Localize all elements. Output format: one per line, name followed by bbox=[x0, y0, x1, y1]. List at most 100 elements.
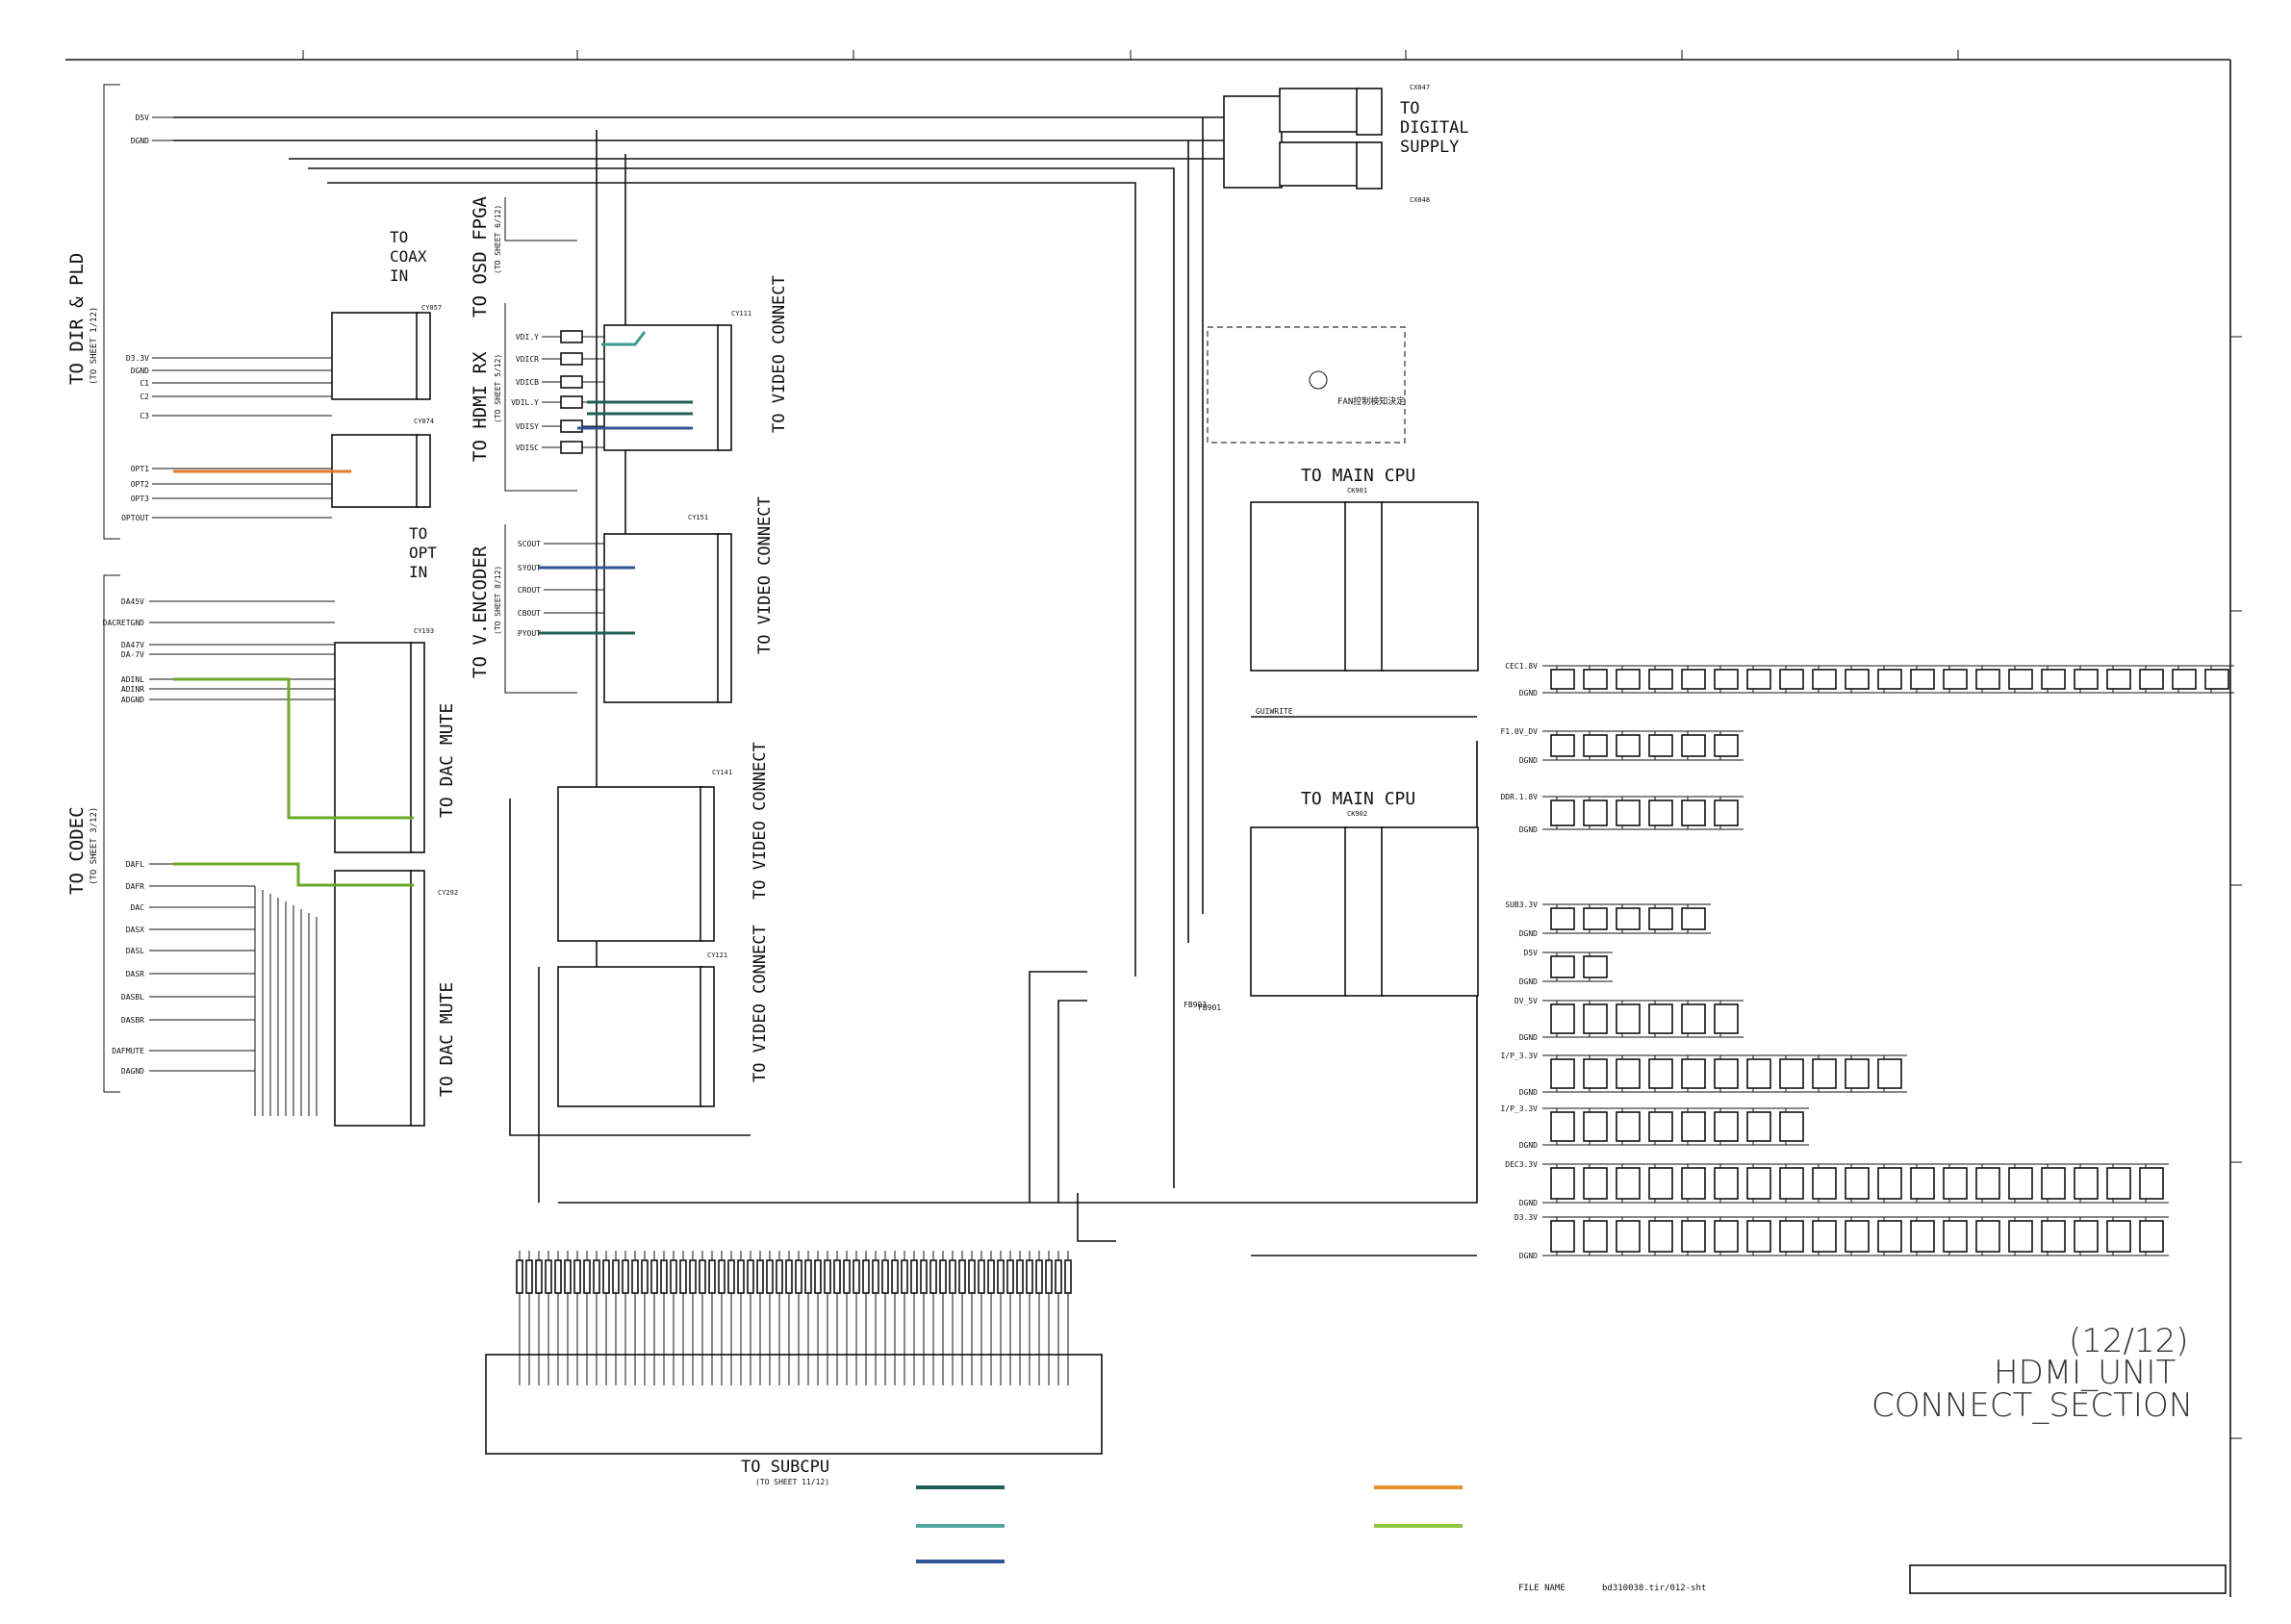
subcpu-pin-box bbox=[573, 1259, 581, 1294]
decoupling-cap bbox=[1681, 669, 1706, 690]
codec-net-label: DASX bbox=[126, 926, 144, 934]
opt-block: TO OPT IN CY074 bbox=[331, 418, 437, 581]
subcpu-pin-box bbox=[901, 1259, 908, 1294]
decoupling-cap bbox=[1583, 1111, 1608, 1142]
rail-gnd-label: DGND bbox=[1519, 1199, 1538, 1207]
rail-gnd-label: DGND bbox=[1519, 825, 1538, 834]
decoupling-cap bbox=[1714, 734, 1739, 757]
subcpu-pin-box bbox=[929, 1259, 937, 1294]
cy074-label: CY074 bbox=[414, 418, 434, 425]
hdmi-pin-box bbox=[560, 330, 583, 343]
codec-net-label: DAFMUTE bbox=[112, 1047, 144, 1055]
subcpu-pin-box bbox=[612, 1259, 620, 1294]
decoupling-cap bbox=[2139, 1167, 2164, 1200]
codec-net-label: DASR bbox=[126, 970, 144, 978]
subcpu-pin-box bbox=[968, 1259, 976, 1294]
subcpu-pin-box bbox=[650, 1259, 658, 1294]
decoupling-cap bbox=[1550, 1111, 1575, 1142]
rail-gnd-label: DGND bbox=[1519, 1033, 1538, 1042]
dac-mute-2-label: TO DAC MUTE bbox=[437, 982, 457, 1097]
decoupling-cap bbox=[1648, 1003, 1673, 1034]
subcpu-pin-box bbox=[602, 1259, 610, 1294]
decoupling-cap bbox=[1779, 1167, 1804, 1200]
digital-supply-line3: SUPPLY bbox=[1400, 138, 1459, 157]
hdmi-rx-label: TO HDMI RX bbox=[470, 351, 491, 462]
rail-gnd-label: DGND bbox=[1519, 929, 1538, 938]
decoupling-cap bbox=[1910, 669, 1935, 690]
subcpu-pin-box bbox=[756, 1259, 764, 1294]
file-label: FILE NAME bbox=[1518, 1584, 1566, 1593]
rail-label: D3.3V bbox=[1515, 1213, 1538, 1222]
encoder-pin-label: SCOUT bbox=[518, 540, 541, 548]
subcpu-pin-box bbox=[737, 1259, 745, 1294]
encoder-connector: CY151 bbox=[603, 514, 732, 703]
opt-line2: OPT bbox=[409, 544, 437, 562]
coax-line3: IN bbox=[390, 266, 408, 285]
highlight-arrows bbox=[173, 331, 693, 887]
decoupling-cap bbox=[1943, 669, 1968, 690]
file-name: bd310038.tir/012-sht bbox=[1602, 1584, 1706, 1593]
main-cpu-1-block: TO MAIN CPU CK901 GUIWRITE bbox=[1250, 466, 1479, 718]
codec-net-label: DAGND bbox=[121, 1067, 144, 1076]
decoupling-cap bbox=[1550, 799, 1575, 826]
subcpu-pin-box bbox=[727, 1259, 735, 1294]
subcpu-pin-box bbox=[583, 1259, 591, 1294]
supply-rails: CEC1.8VDGNDF1.0V_DVDGNDDDR.1.8VDGNDSUB3.… bbox=[1500, 662, 2234, 1260]
decoupling-cap bbox=[1845, 669, 1870, 690]
video-connect-4-label: TO VIDEO CONNECT bbox=[751, 925, 770, 1082]
subcpu-pin-box bbox=[814, 1259, 822, 1294]
decoupling-cap bbox=[1714, 1111, 1739, 1142]
rail-label: DEC3.3V bbox=[1505, 1160, 1538, 1169]
decoupling-cap bbox=[1681, 799, 1706, 826]
rail-gnd-label: DGND bbox=[1519, 1141, 1538, 1150]
net-label: DGND bbox=[131, 137, 149, 145]
decoupling-cap bbox=[1975, 669, 2000, 690]
decoupling-cap bbox=[1714, 799, 1739, 826]
rail-label: I/P_3.3V bbox=[1500, 1052, 1538, 1060]
decoupling-cap bbox=[1714, 669, 1739, 690]
cy193-label: CY193 bbox=[414, 627, 434, 635]
ck901-label: CK901 bbox=[1347, 487, 1367, 495]
decoupling-cap bbox=[1681, 1167, 1706, 1200]
decoupling-cap bbox=[1616, 1111, 1641, 1142]
decoupling-cap bbox=[1648, 1167, 1673, 1200]
decoupling-cap bbox=[2204, 669, 2229, 690]
decoupling-cap bbox=[1583, 1058, 1608, 1089]
decoupling-cap bbox=[1616, 1058, 1641, 1089]
sheet-border bbox=[65, 50, 2242, 1597]
subcpu-pin-box bbox=[699, 1259, 706, 1294]
codec-net-label: DACRETGND bbox=[103, 619, 145, 627]
decoupling-cap bbox=[1877, 1167, 1902, 1200]
main-cpu-1-label: TO MAIN CPU bbox=[1301, 466, 1415, 486]
decoupling-cap bbox=[1812, 1167, 1837, 1200]
fb901-label: FB901 bbox=[1198, 1003, 1221, 1012]
hdmi-pin-label: VDICR bbox=[516, 355, 539, 364]
dac-mute-1-label: TO DAC MUTE bbox=[437, 703, 457, 818]
subcpu-pin-box bbox=[958, 1259, 966, 1294]
decoupling-cap bbox=[2106, 669, 2131, 690]
subcpu-pin-box bbox=[1064, 1259, 1072, 1294]
net-label: C2 bbox=[140, 393, 149, 401]
decoupling-cap bbox=[1746, 1111, 1771, 1142]
section-name: CONNECT_SECTION bbox=[1871, 1386, 2193, 1425]
ck902-label: CK902 bbox=[1347, 810, 1367, 818]
codec-label: TO CODEC bbox=[66, 806, 88, 895]
decoupling-cap bbox=[1845, 1167, 1870, 1200]
decoupling-cap bbox=[1583, 1003, 1608, 1034]
decoupling-cap bbox=[2106, 1220, 2131, 1253]
subcpu-pin-box bbox=[708, 1259, 716, 1294]
decoupling-cap bbox=[1681, 907, 1706, 930]
encoder-pin-label: SYOUT bbox=[518, 564, 541, 572]
codec-net-label: DAFR bbox=[126, 882, 144, 891]
hdmi-pin-label: VDICB bbox=[516, 378, 539, 387]
decoupling-cap bbox=[1779, 1111, 1804, 1142]
decoupling-cap bbox=[1746, 1220, 1771, 1253]
decoupling-cap bbox=[1681, 1220, 1706, 1253]
decoupling-cap bbox=[1910, 1220, 1935, 1253]
title-block: (12/12) HDMI_UNIT CONNECT_SECTION FILE N… bbox=[1518, 1322, 2227, 1594]
decoupling-cap bbox=[1812, 1058, 1837, 1089]
decoupling-cap bbox=[2008, 669, 2033, 690]
